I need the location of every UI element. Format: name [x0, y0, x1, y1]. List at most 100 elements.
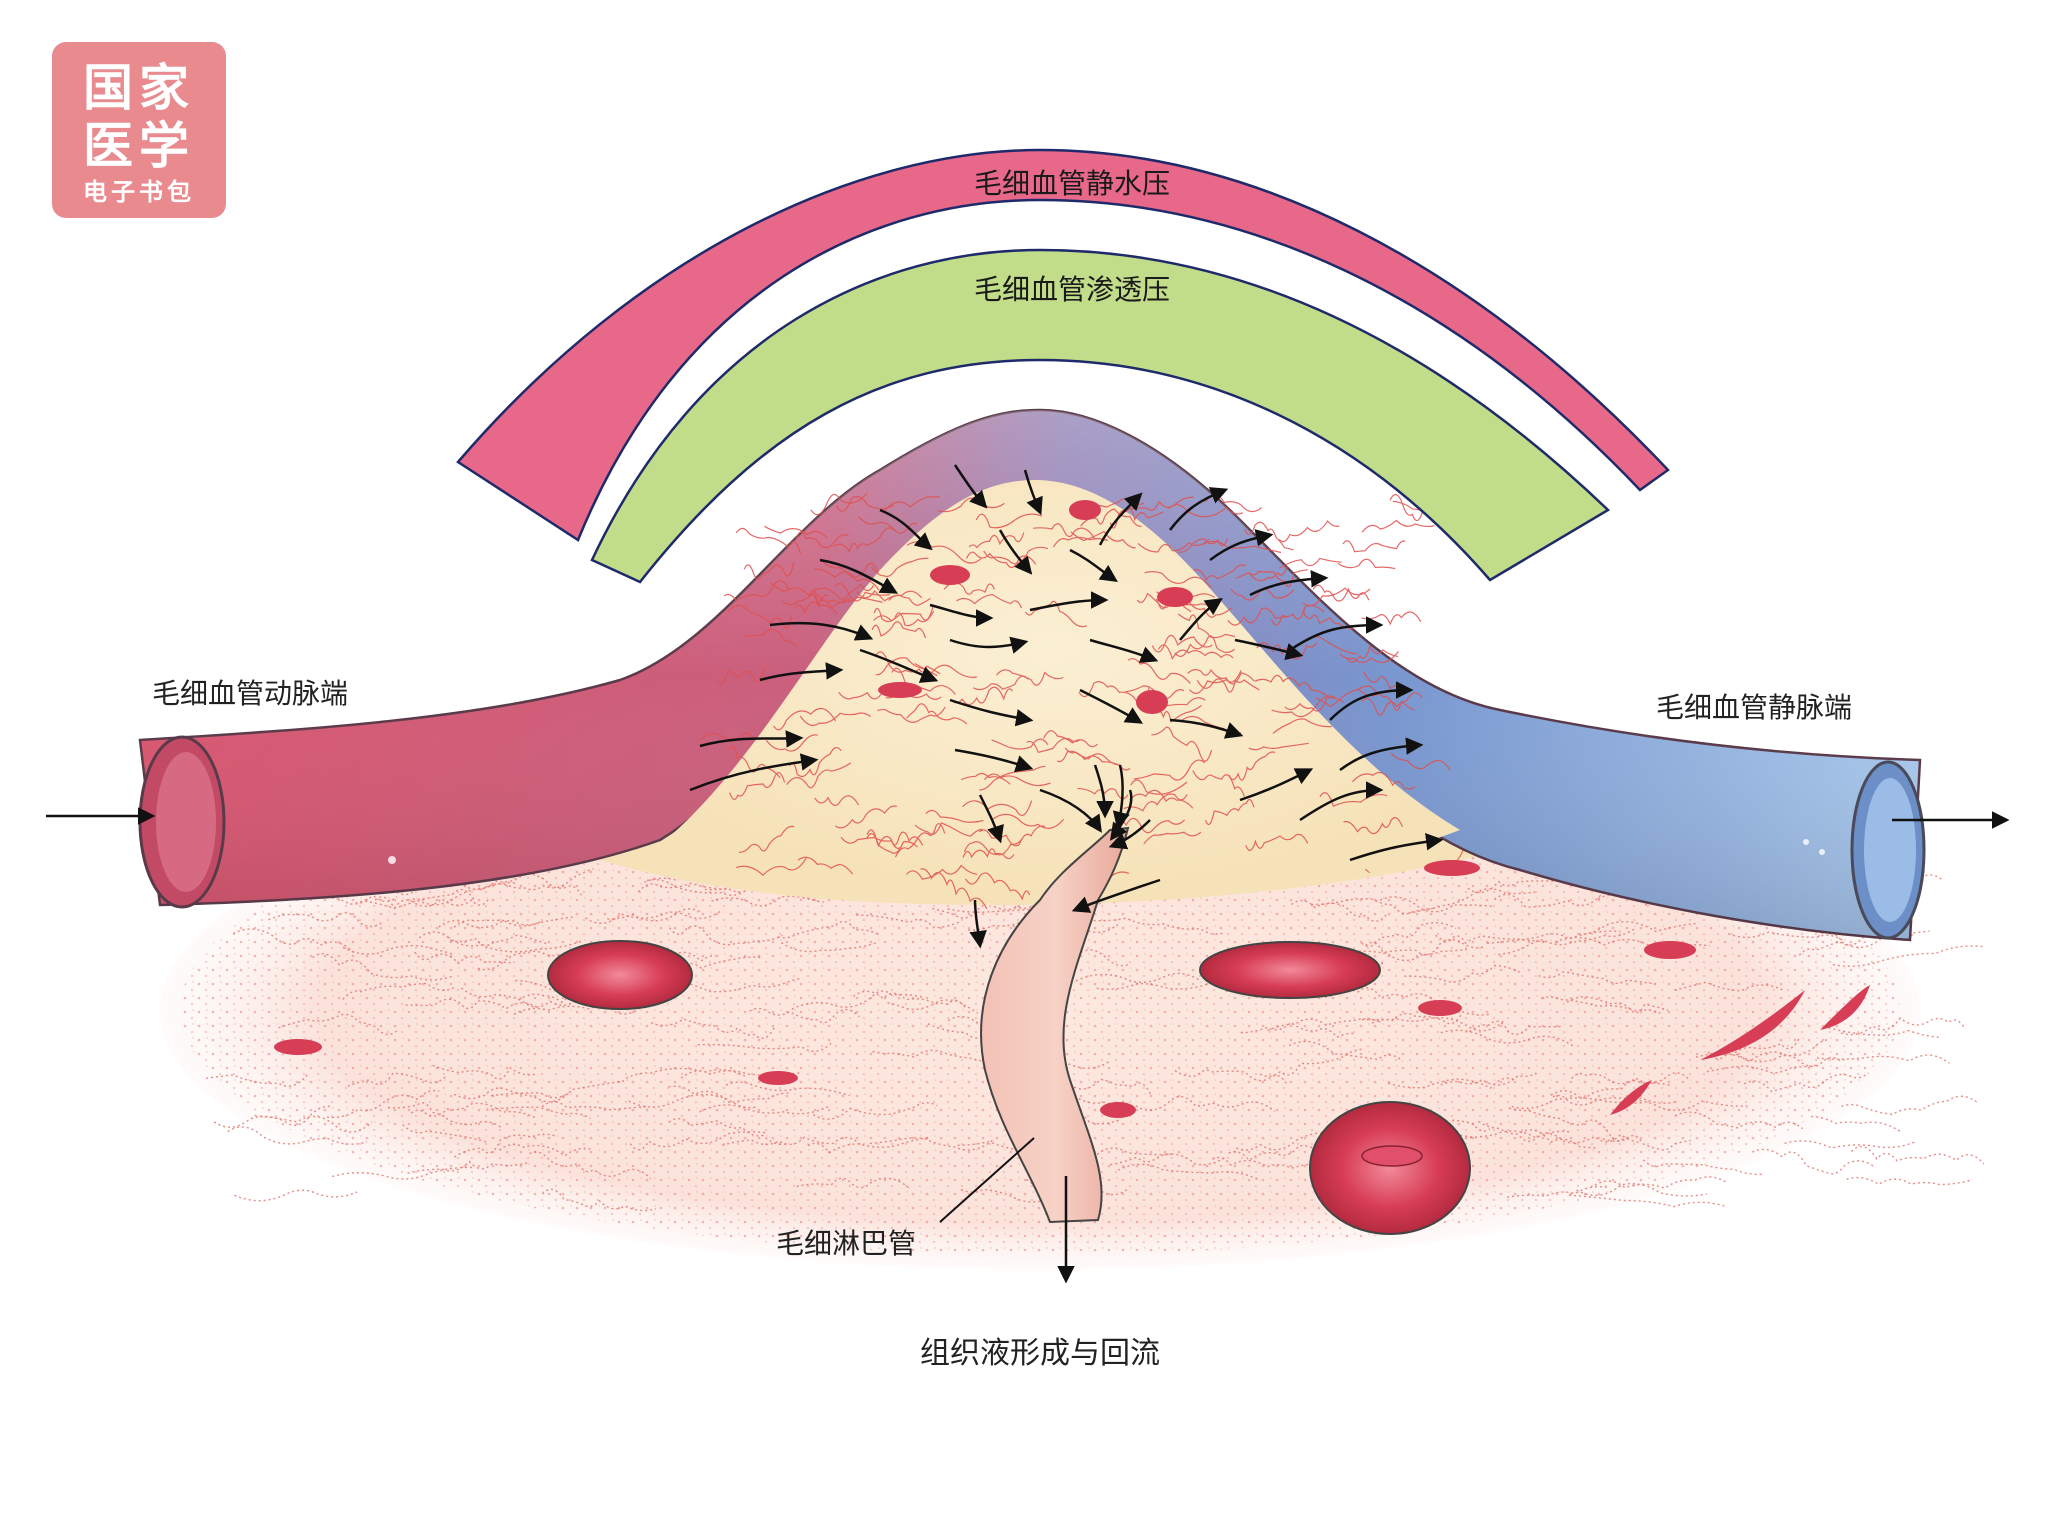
- matrix-fiber: [1240, 1021, 1355, 1039]
- matrix-fiber: [1506, 1185, 1607, 1198]
- fluid-flow-arrow: [1108, 819, 1151, 850]
- matrix-fiber: [234, 1189, 358, 1202]
- matrix-fiber: [1361, 1017, 1506, 1032]
- tissue-fiber: [1261, 506, 1326, 536]
- tissue-fiber: [964, 872, 1031, 901]
- tissue-fiber: [840, 836, 902, 849]
- matrix-fiber: [407, 1160, 531, 1174]
- matrix-fiber: [629, 1131, 769, 1151]
- tissue-fiber: [1446, 576, 1480, 588]
- matrix-fiber: [541, 1188, 657, 1212]
- fluid-flow-arrow: [1023, 469, 1043, 516]
- matrix-fiber: [213, 1105, 332, 1128]
- tissue-fiber: [1447, 844, 1480, 863]
- matrix-fiber: [1311, 898, 1435, 915]
- tissue-fiber: [1361, 519, 1435, 533]
- tissue-fiber: [1077, 787, 1129, 800]
- fluid-flow-arrow: [1169, 487, 1229, 531]
- matrix-fiber: [418, 931, 547, 947]
- matrix-fiber: [1228, 1144, 1352, 1162]
- vessel-highlight: [1819, 849, 1825, 855]
- tissue-fiber: [1033, 523, 1096, 540]
- matrix-fiber: [453, 1087, 572, 1103]
- tissue-fiber: [795, 598, 850, 615]
- matrix-fiber: [342, 982, 457, 1000]
- matrix-fiber: [268, 912, 384, 928]
- matrix-fiber: [690, 977, 802, 993]
- matrix-fiber: [1674, 981, 1786, 993]
- matrix-fiber: [1494, 893, 1602, 908]
- matrix-fiber: [669, 925, 783, 946]
- fluid-flow-arrow: [1209, 529, 1274, 562]
- matrix-fiber: [1477, 1120, 1597, 1149]
- matrix-fiber: [637, 882, 760, 893]
- matrix-fiber: [1552, 1094, 1677, 1106]
- tissue-fiber: [1228, 751, 1276, 781]
- tissue-fiber: [786, 762, 852, 789]
- tissue-fiber: [1254, 674, 1328, 697]
- osmotic-pressure-band: [590, 248, 1611, 584]
- matrix-fiber: [777, 920, 881, 939]
- matrix-fiber: [646, 878, 751, 896]
- tissue-fiber: [873, 606, 934, 622]
- matrix-fiber: [1117, 1163, 1261, 1182]
- matrix-fiber: [414, 951, 512, 965]
- fluid-flow-arrow: [1329, 681, 1414, 721]
- tissue-fiber: [991, 738, 1049, 750]
- matrix-fiber: [1751, 1148, 1876, 1175]
- matrix-fiber: [932, 900, 1056, 919]
- tissue-fiber: [1245, 833, 1309, 852]
- matrix-fiber: [1267, 1018, 1381, 1032]
- matrix-fiber: [1043, 1144, 1174, 1156]
- matrix-fiber: [1642, 1159, 1765, 1176]
- matrix-fiber: [387, 1102, 503, 1129]
- fluid-flow-arrow: [879, 508, 933, 551]
- matrix-fiber: [668, 1117, 790, 1146]
- fluid-flow-arrow: [998, 529, 1033, 575]
- tissue-fiber: [1284, 697, 1345, 712]
- red-blood-cell: [547, 940, 693, 1010]
- matrix-fiber: [432, 1064, 536, 1080]
- red-blood-cell: [1418, 1000, 1462, 1016]
- matrix-fiber: [1538, 970, 1656, 985]
- publisher-logo: 国家 医学 电子书包: [52, 42, 226, 218]
- tissue-fiber: [822, 561, 879, 578]
- flow-arrows: [46, 464, 2010, 1284]
- red-blood-cell: [1157, 587, 1193, 607]
- matrix-fiber: [812, 1102, 938, 1120]
- matrix-fiber: [312, 952, 453, 981]
- matrix-fiber: [1706, 1064, 1817, 1074]
- matrix-fiber: [1315, 987, 1436, 1002]
- tissue-fiber: [773, 707, 837, 731]
- tissue-fiber: [1249, 569, 1308, 588]
- matrix-fiber: [1674, 1111, 1804, 1130]
- fluid-flow-arrow: [759, 662, 844, 682]
- matrix-fiber: [725, 1081, 850, 1097]
- tissue-fiber: [1406, 574, 1465, 609]
- matrix-fiber: [1784, 1140, 1916, 1149]
- tissue-fiber: [1188, 670, 1242, 694]
- matrix-fiber: [1498, 926, 1637, 956]
- tissue-fiber: [727, 604, 792, 629]
- matrix-fiber: [1743, 1072, 1869, 1093]
- tissue-fiber: [884, 496, 941, 511]
- fluid-flow-arrow: [949, 636, 1029, 654]
- tissue-fiber: [729, 772, 786, 800]
- matrix-fiber: [1816, 1054, 1950, 1064]
- red-blood-cell: [1199, 941, 1381, 999]
- red-blood-cell: [758, 1071, 798, 1085]
- fluid-flow-arrow: [1169, 718, 1244, 739]
- tissue-fiber: [1278, 557, 1342, 569]
- tissue-fiber: [1312, 584, 1370, 602]
- tissue-fiber: [699, 555, 764, 580]
- fluid-flow-arrow: [954, 748, 1034, 773]
- matrix-fiber: [1602, 1134, 1691, 1151]
- matrix-fiber: [326, 1089, 440, 1119]
- fluid-flow-arrow: [1234, 638, 1304, 661]
- matrix-fiber: [852, 990, 967, 1010]
- tissue-fiber: [1302, 609, 1355, 630]
- tissue-fiber: [1343, 817, 1403, 835]
- tissue-fiber: [735, 527, 802, 555]
- vessel-highlight: [1803, 839, 1809, 845]
- matrix-fiber: [791, 990, 924, 1010]
